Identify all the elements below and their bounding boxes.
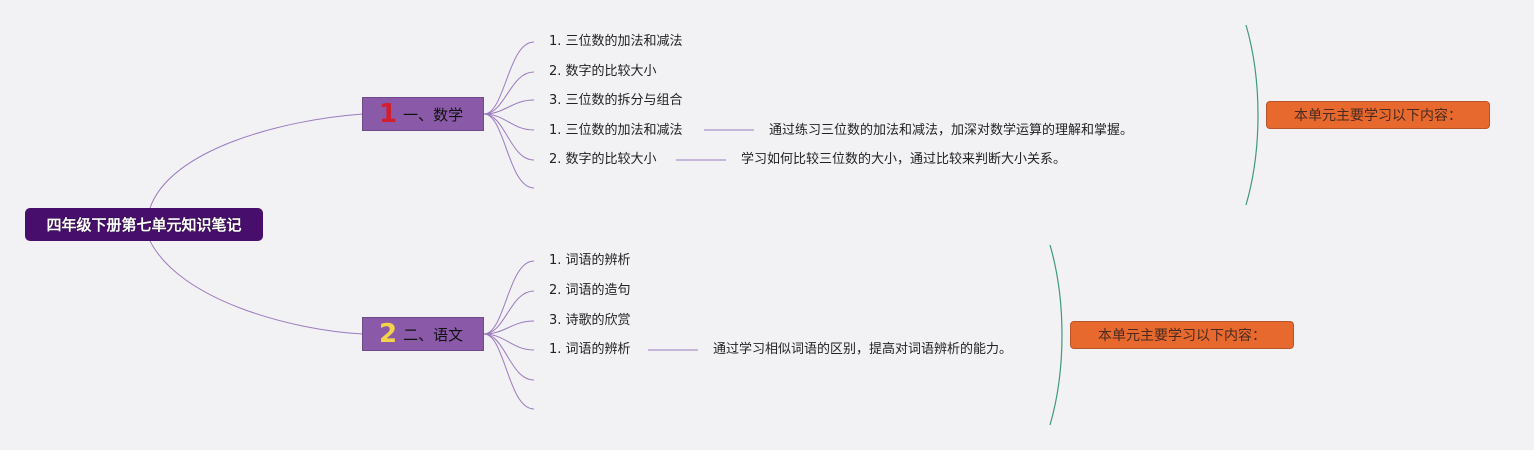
math-topic-1[interactable]: 1. 三位数的加法和减法 (549, 34, 683, 49)
root-to-math-link (149, 113, 364, 209)
chinese-summary[interactable]: 本单元主要学习以下内容： (1070, 321, 1294, 349)
math-summary[interactable]: 本单元主要学习以下内容： (1266, 101, 1490, 129)
math-summary-text: 本单元主要学习以下内容： (1294, 108, 1462, 124)
math-detail-2[interactable]: 学习如何比较三位数的大小，通过比较来判断大小关系。 (741, 152, 1067, 167)
branch-chinese-label: 二、语文 (403, 325, 464, 344)
priority-1-icon: 1 (379, 99, 398, 129)
chinese-topic-2[interactable]: 2. 词语的造句 (549, 283, 631, 298)
chinese-topic-3[interactable]: 3. 诗歌的欣赏 (549, 313, 631, 328)
math-detail-1[interactable]: 通过练习三位数的加法和减法，加深对数学运算的理解和掌握。 (769, 123, 1134, 138)
root-title: 四年级下册第七单元知识笔记 (46, 216, 242, 234)
root-topic[interactable]: 四年级下册第七单元知识笔记 (25, 208, 263, 241)
chinese-topic-1[interactable]: 1. 词语的辨析 (549, 253, 631, 268)
math-topic-2[interactable]: 2. 数字的比较大小 (549, 64, 657, 79)
branch-math[interactable]: 1 一、数学 (362, 97, 484, 131)
chinese-summary-bracket (1049, 244, 1063, 426)
priority-2-icon: 2 (379, 319, 398, 349)
chinese-topic-4[interactable]: 1. 词语的辨析 (549, 342, 631, 357)
branch-math-label: 一、数学 (403, 105, 464, 124)
chinese-summary-text: 本单元主要学习以下内容： (1098, 328, 1266, 344)
math-topic-4[interactable]: 1. 三位数的加法和减法 (549, 123, 683, 138)
chinese-detail-1[interactable]: 通过学习相似词语的区别，提高对词语辨析的能力。 (713, 342, 1013, 357)
math-topic-links (483, 41, 754, 189)
math-topic-5[interactable]: 2. 数字的比较大小 (549, 152, 657, 167)
math-topic-3[interactable]: 3. 三位数的拆分与组合 (549, 93, 683, 108)
chinese-topic-links (483, 260, 698, 410)
root-to-chinese-link (149, 240, 364, 335)
math-summary-bracket (1245, 24, 1259, 206)
branch-chinese[interactable]: 2 二、语文 (362, 317, 484, 351)
